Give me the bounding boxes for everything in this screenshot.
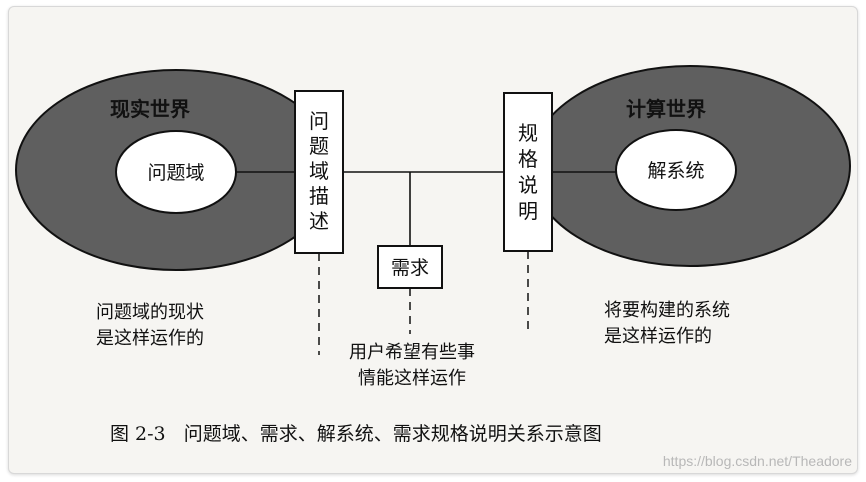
spec-box [503, 92, 553, 252]
problem-description-char: 述 [309, 209, 329, 233]
figure-caption: 图 2-3 问题域、需求、解系统、需求规格说明关系示意图 [110, 423, 602, 445]
requirements-label: 需求 [391, 257, 429, 279]
problem-description-char: 域 [309, 159, 329, 183]
spec-char: 格 [518, 147, 538, 171]
problem-domain-label: 问题域 [147, 162, 204, 184]
watermark: https://blog.csdn.net/Theadore [663, 453, 852, 469]
right-note-line: 将要构建的系统 [604, 300, 730, 321]
spec-char: 明 [518, 199, 538, 223]
middle-note-line: 情能这样运作 [358, 368, 466, 389]
solution-system-label: 解系统 [647, 160, 704, 182]
solution-system-ellipse [615, 129, 737, 211]
spec-char: 说 [518, 173, 538, 197]
right-note-line: 是这样运作的 [604, 326, 712, 347]
middle-note-line: 用户希望有些事 [349, 342, 475, 363]
problem-description-char: 问 [309, 109, 329, 133]
problem-description-char: 题 [309, 134, 329, 158]
left-note-line: 问题域的现状 [96, 302, 204, 323]
real-world-label: 现实世界 [110, 97, 190, 121]
left-note-line: 是这样运作的 [96, 328, 204, 349]
problem-description-char: 描 [309, 184, 329, 208]
spec-char: 规 [518, 121, 538, 145]
computing-world-label: 计算世界 [626, 97, 706, 121]
